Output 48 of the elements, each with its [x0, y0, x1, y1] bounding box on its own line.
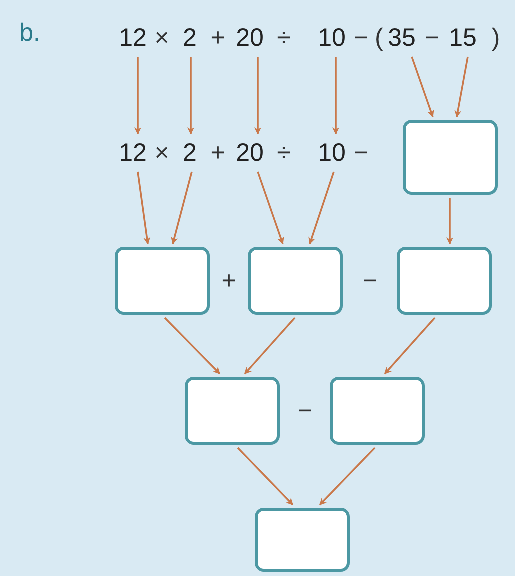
operator: × [154, 23, 170, 54]
number: 10 [316, 137, 348, 169]
answer-box [330, 377, 425, 445]
answer-box [115, 247, 210, 315]
arrow [319, 447, 376, 506]
arrow [454, 56, 469, 118]
number: 12 [117, 22, 149, 54]
arrow [257, 172, 284, 245]
arrow [308, 172, 335, 245]
arrow [446, 198, 454, 245]
arrow [171, 172, 193, 245]
number: 20 [234, 22, 266, 54]
operator: ) [491, 23, 501, 54]
operator: + [210, 23, 226, 54]
arrow [332, 57, 340, 135]
number: 2 [181, 22, 199, 54]
operator: ÷ [276, 138, 292, 169]
arrow [187, 57, 195, 135]
arrow [164, 317, 221, 375]
operator: − [362, 266, 378, 297]
operator: + [210, 138, 226, 169]
arrow [134, 57, 142, 135]
answer-box [255, 508, 350, 572]
arrow [384, 317, 436, 375]
arrow [137, 172, 151, 245]
operator: − [425, 23, 439, 54]
arrow [411, 56, 434, 118]
answer-box [397, 247, 492, 315]
arrow [244, 317, 296, 375]
answer-box [185, 377, 280, 445]
number: 20 [234, 137, 266, 169]
operator: − [296, 396, 314, 427]
operator: ÷ [276, 23, 292, 54]
operator: × [154, 138, 170, 169]
operator: + [220, 266, 238, 297]
number: 10 [316, 22, 348, 54]
answer-box [248, 247, 343, 315]
arrow [254, 57, 262, 135]
number: 15 [447, 22, 479, 54]
operator: ( [375, 23, 383, 54]
number: 35 [386, 22, 418, 54]
number: 12 [117, 137, 149, 169]
answer-box [403, 120, 498, 195]
operator: − [353, 138, 369, 169]
exercise-letter: b. [18, 18, 42, 49]
number: 2 [181, 137, 199, 169]
operator: − [353, 23, 369, 54]
arrow [237, 447, 294, 506]
